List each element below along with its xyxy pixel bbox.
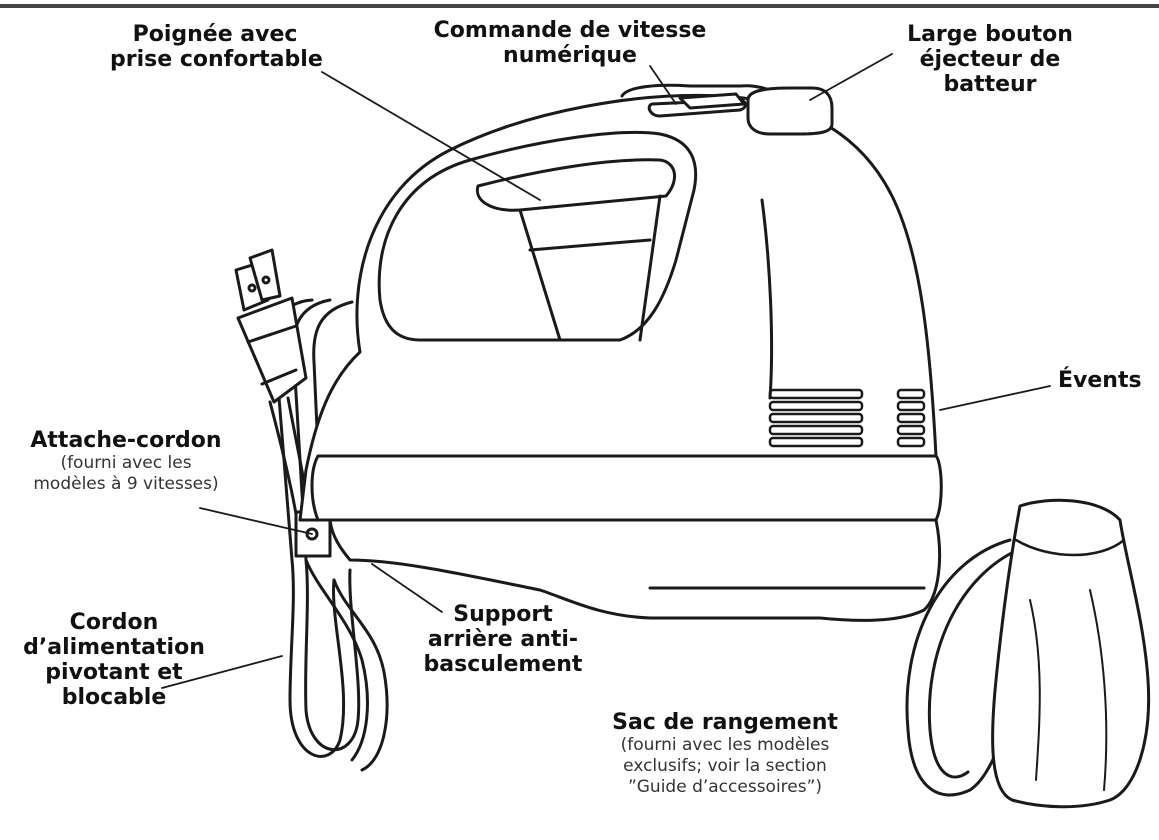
leader-cord [161, 655, 283, 689]
callout-speed-control: Commande de vitesse numérique [420, 18, 720, 68]
callout-power-cord: Cordon d’alimentation pivotant et blocab… [14, 610, 214, 710]
callout-heel-line-2: arrière anti- [427, 627, 579, 652]
callout-cord-clip: Attache-cordon (fourni avec les modèles … [8, 428, 244, 495]
callout-cord-line-3: pivotant et [45, 660, 183, 685]
callout-heel-line-1: Support [453, 602, 553, 627]
callout-eject-line-2: éjecteur de [919, 47, 1061, 72]
callout-cord-clip-title: Attache-cordon [30, 428, 222, 453]
callout-storage-bag: Sac de rangement (fourni avec les modèle… [580, 710, 870, 798]
callout-cord-line-4: blocable [61, 685, 167, 710]
callout-vents-line-1: Évents [1058, 368, 1142, 393]
leader-heel [371, 563, 443, 613]
leader-lines [161, 53, 1051, 689]
callout-grip-line-2: prise confortable [110, 47, 323, 72]
plug-and-cord [234, 248, 389, 772]
callout-speed-line-1: Commande de vitesse [433, 18, 707, 43]
callout-cord-clip-note-1: (fourni avec les [60, 453, 192, 473]
callout-bag-note-2: exclusifs; voir la section [623, 756, 827, 776]
callout-cord-line-1: Cordon [69, 610, 159, 635]
callout-grip-line-1: Poignée avec [132, 22, 298, 47]
callout-bag-title: Sac de rangement [612, 710, 838, 735]
callout-grip: Poignée avec prise confortable [110, 22, 323, 72]
callout-bag-note-1: (fourni avec les modèles [620, 735, 830, 755]
callout-cord-clip-note-2: modèles à 9 vitesses) [33, 474, 219, 494]
callout-eject-button: Large bouton éjecteur de batteur [880, 22, 1100, 97]
leader-eject [809, 53, 893, 101]
callout-bag-note-3: ”Guide d’accessoires”) [627, 777, 823, 797]
callout-speed-line-2: numérique [503, 43, 637, 68]
callout-eject-line-3: batteur [943, 72, 1037, 97]
callout-cord-line-2: d’alimentation [23, 635, 205, 660]
callout-heel-line-3: basculement [423, 652, 583, 677]
leader-grip [321, 71, 541, 201]
callout-eject-line-1: Large bouton [907, 22, 1073, 47]
mixer-body [298, 83, 943, 622]
callout-heel-rest: Support arrière anti- basculement [408, 602, 598, 677]
leader-cord-clip [199, 507, 313, 535]
storage-bag-drawing [905, 498, 1151, 809]
leader-vents [939, 385, 1051, 411]
callout-vents: Évents [1058, 368, 1158, 393]
leader-speed [649, 65, 677, 105]
